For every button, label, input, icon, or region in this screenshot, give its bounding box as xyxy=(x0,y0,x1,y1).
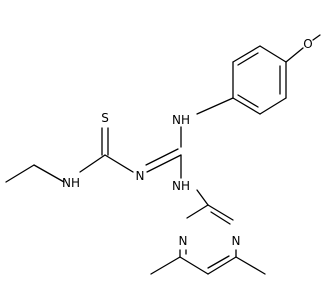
bond-pyr-c2-nright-inner xyxy=(210,211,231,225)
bond-c6-methyl xyxy=(235,256,266,275)
bond-ring-3-inner xyxy=(237,94,259,108)
atom-sulfur: S xyxy=(101,111,109,125)
bond-ring-3 xyxy=(232,97,261,115)
bond-nimine-cthio xyxy=(104,154,134,173)
bond-ring-6 xyxy=(259,45,287,63)
bond-ring-5-inner xyxy=(237,52,259,66)
atom-nh-pyrimidinyl: NH xyxy=(172,179,190,193)
atom-nitrogen-imine: N xyxy=(136,169,145,183)
bond-cthio-nh xyxy=(79,154,106,173)
atom-oxygen-methoxy: O xyxy=(303,37,312,51)
bond-pyr-c5-c4 xyxy=(179,256,209,275)
bond-methyl-o xyxy=(312,34,321,41)
bond-pyr-c6-c5 xyxy=(207,256,237,275)
bond-nh-ch2 xyxy=(33,164,65,183)
bond-pyr-c6-c5-inner xyxy=(207,255,230,269)
atom-nh-ethyl: NH xyxy=(62,176,80,190)
bond-nh-c2pyr xyxy=(196,189,209,206)
bond-pyr-c2-nright xyxy=(207,204,234,221)
bond-o-c4 xyxy=(285,47,304,63)
bond-c1-nh xyxy=(196,97,234,115)
bond-ring-2 xyxy=(259,97,287,115)
atom-nitrogen-pyrimidine-left: N xyxy=(179,234,188,248)
bond-cguan-nimine xyxy=(146,154,182,173)
bond-cguan-nimine-2 xyxy=(145,148,179,166)
atom-nitrogen-pyrimidine-right: N xyxy=(232,234,241,248)
bond-pyr-nleft-c2 xyxy=(186,204,209,219)
atom-nh-aryl: NH xyxy=(172,113,190,127)
bond-ch2-ch3 xyxy=(5,164,35,183)
benzene-ring xyxy=(232,45,304,115)
bond-ring-5 xyxy=(232,45,261,63)
bond-c4-methyl xyxy=(150,256,181,275)
pyrimidine-ring xyxy=(179,204,237,275)
